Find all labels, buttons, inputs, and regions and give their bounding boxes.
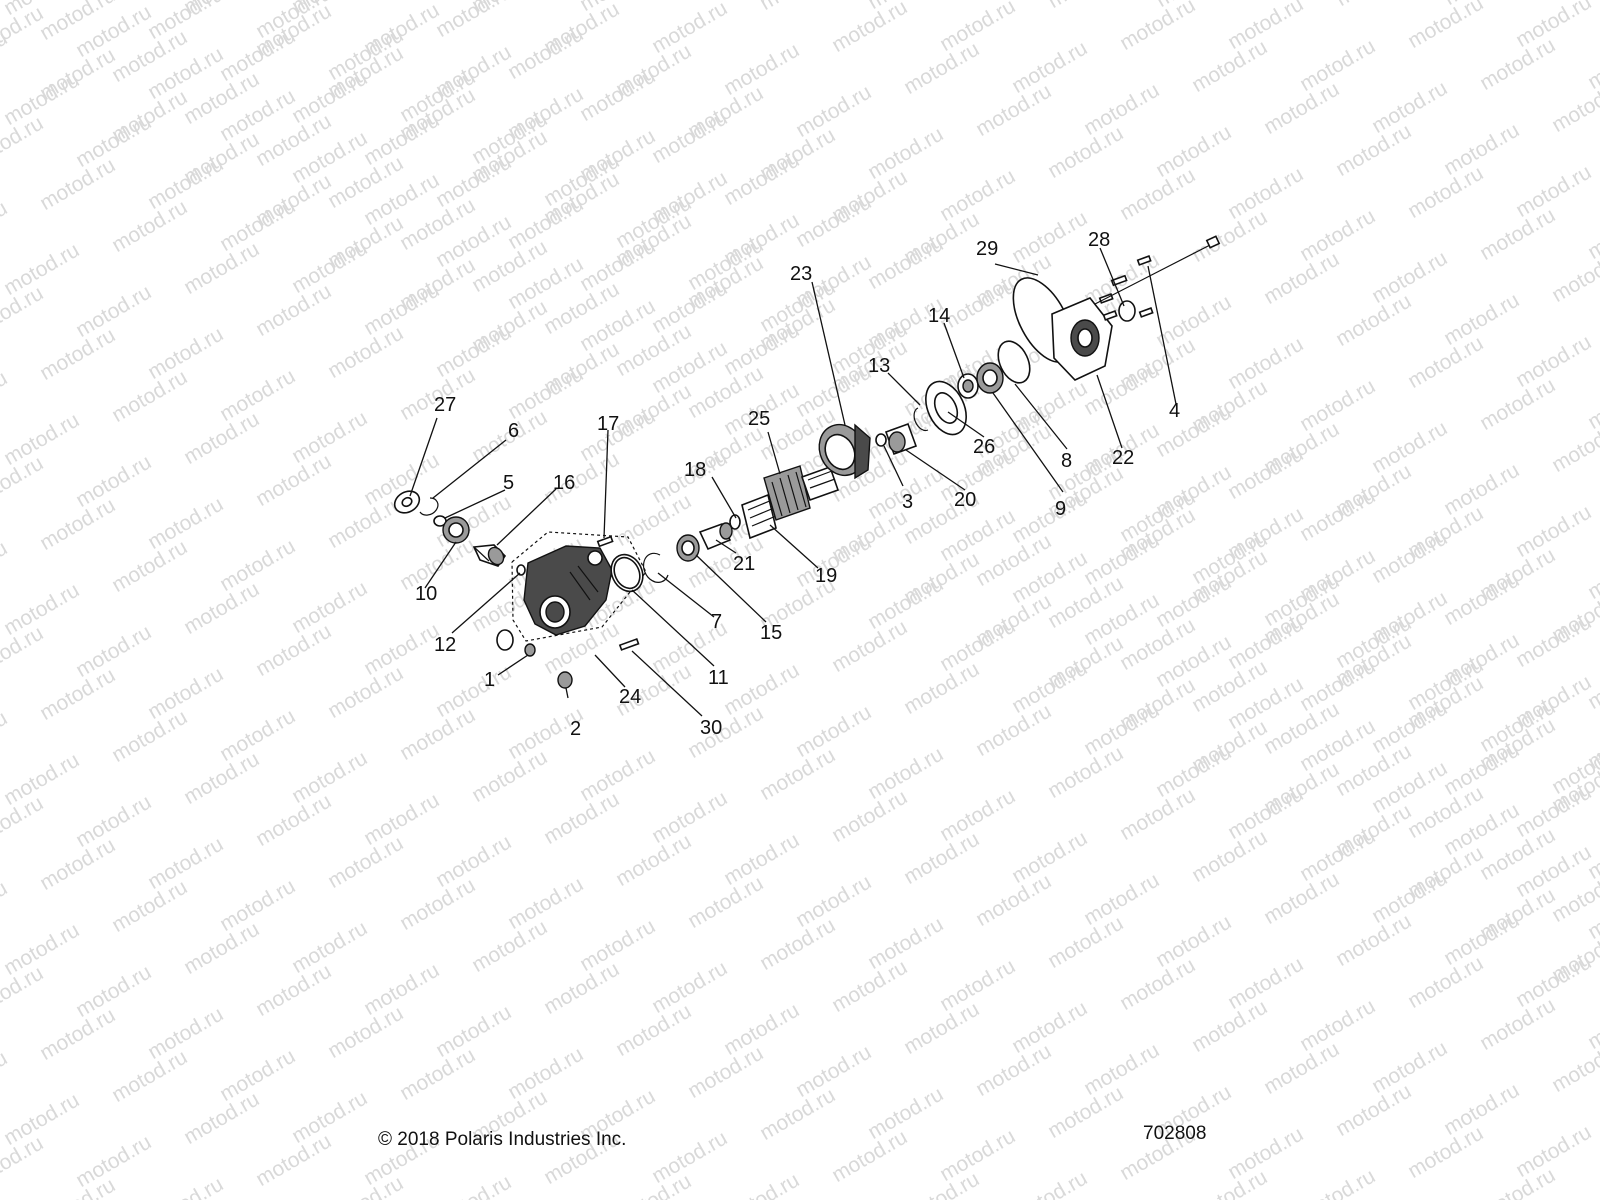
part-9-bearing	[976, 362, 1004, 394]
callout-10: 10	[415, 583, 437, 605]
callout-6: 6	[508, 420, 519, 442]
part-3-washer	[875, 433, 887, 447]
leader-lines	[409, 247, 1177, 717]
callout-19: 19	[815, 565, 837, 587]
callout-25: 25	[748, 408, 770, 430]
callout-29: 29	[976, 238, 998, 260]
callout-30: 30	[700, 717, 722, 739]
callout-21: 21	[733, 553, 755, 575]
part-21-hub	[698, 522, 733, 551]
copyright-text: © 2018 Polaris Industries Inc.	[378, 1129, 627, 1150]
part-clips	[800, 465, 840, 502]
part-24-seal	[496, 629, 514, 651]
callout-1: 1	[484, 669, 495, 691]
part-28-seal-and-bolts	[1094, 235, 1221, 322]
callout-12: 12	[434, 634, 456, 656]
drawing-number: 702808	[1143, 1123, 1207, 1144]
callout-23: 23	[790, 263, 812, 285]
part-27-washer	[393, 490, 421, 514]
part-12-ring	[516, 564, 526, 576]
part-20-hub	[884, 422, 918, 456]
part-15-bearing	[676, 534, 700, 562]
callout-27: 27	[434, 394, 456, 416]
part-14-bearing	[957, 373, 979, 399]
part-4-bolt	[1136, 255, 1152, 266]
callout-11: 11	[708, 667, 729, 689]
part-13-snap-ring	[913, 407, 929, 432]
part-25-roller-cage	[763, 465, 811, 521]
part-8-oring	[997, 340, 1031, 384]
callout-14: 14	[928, 305, 950, 327]
part-17-pin	[596, 535, 614, 548]
callout-numbers: 27 6 5 16 17 10 12 1 2 24 30 11 7 15 18 …	[415, 229, 1180, 740]
callout-5: 5	[503, 472, 514, 494]
part-11-oring	[610, 553, 644, 593]
callout-15: 15	[760, 622, 782, 644]
part-7-snap-ring	[642, 552, 669, 583]
callout-9: 9	[1055, 498, 1066, 520]
part-26-plate	[925, 380, 967, 436]
callout-24: 24	[619, 686, 641, 708]
callout-4: 4	[1169, 400, 1180, 422]
part-2-plug	[557, 671, 573, 689]
housing-dashed-outline	[511, 531, 647, 642]
callout-17: 17	[597, 413, 619, 435]
callout-8: 8	[1061, 450, 1072, 472]
part-19-roller-cage	[741, 493, 777, 540]
callout-2: 2	[570, 718, 581, 740]
callout-13: 13	[868, 355, 890, 377]
part-6-snap-ring	[419, 497, 439, 516]
part-22-cover	[1051, 297, 1113, 381]
part-18-shaft	[729, 514, 741, 530]
part-1-plug	[524, 643, 536, 657]
callout-20: 20	[954, 489, 976, 511]
part-16-pinion-shaft	[472, 544, 507, 567]
callout-16: 16	[553, 472, 575, 494]
callout-26: 26	[973, 436, 995, 458]
callout-28: 28	[1088, 229, 1110, 251]
part-10-bearing	[442, 516, 470, 544]
callout-3: 3	[902, 491, 913, 513]
gearcase-housing	[523, 545, 613, 636]
callout-18: 18	[684, 459, 706, 481]
part-30-pin	[618, 638, 640, 651]
part-23-ring-gear	[818, 423, 871, 480]
callout-22: 22	[1112, 447, 1134, 469]
callout-7: 7	[711, 611, 722, 633]
